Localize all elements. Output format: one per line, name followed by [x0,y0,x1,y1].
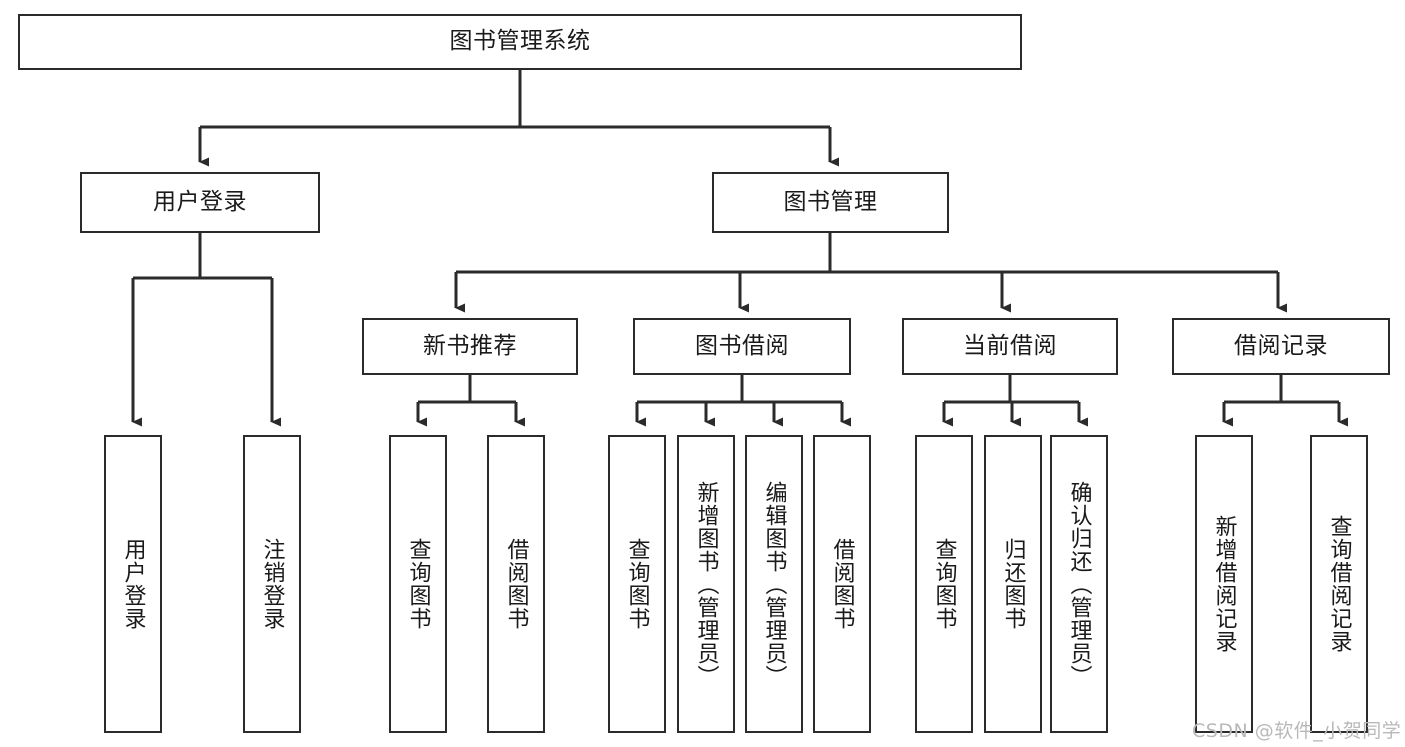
node-root[interactable]: 图书管理系统 [18,14,1022,70]
node-book-borrow-label: 图书借阅 [695,332,789,359]
node-leaf-add-book[interactable]: 新增图书（管理员） [677,435,735,733]
node-leaf-confirm-return-label: 确认归还（管理员） [1066,480,1092,688]
node-leaf-query-book-1-label: 查询图书 [405,538,431,630]
watermark-label: CSDN @软件_小贺同学 [1192,720,1402,742]
node-borrow-record[interactable]: 借阅记录 [1172,318,1390,375]
node-new-book-rec[interactable]: 新书推荐 [362,318,578,375]
node-book-borrow[interactable]: 图书借阅 [633,318,851,375]
node-leaf-borrow-book-2-label: 借阅图书 [829,538,855,630]
node-leaf-borrow-book-1[interactable]: 借阅图书 [487,435,545,733]
node-leaf-edit-book-label: 编辑图书（管理员） [761,480,787,688]
node-leaf-user-login-label: 用户登录 [120,538,146,630]
node-root-label: 图书管理系统 [449,28,591,55]
node-leaf-add-book-label: 新增图书（管理员） [693,480,719,688]
node-current-borrow[interactable]: 当前借阅 [902,318,1118,375]
node-leaf-logout-label: 注销登录 [259,538,285,630]
node-book-manage[interactable]: 图书管理 [712,172,949,233]
node-borrow-record-label: 借阅记录 [1234,332,1328,359]
node-current-borrow-label: 当前借阅 [963,332,1057,359]
node-leaf-return-book[interactable]: 归还图书 [984,435,1042,733]
node-book-manage-label: 图书管理 [783,188,878,215]
node-leaf-query-book-2[interactable]: 查询图书 [608,435,666,733]
node-leaf-logout[interactable]: 注销登录 [243,435,301,733]
node-leaf-confirm-return[interactable]: 确认归还（管理员） [1050,435,1108,733]
node-leaf-query-book-2-label: 查询图书 [624,538,650,630]
node-leaf-borrow-book-2[interactable]: 借阅图书 [813,435,871,733]
node-leaf-query-record[interactable]: 查询借阅记录 [1310,435,1368,733]
node-user-login[interactable]: 用户登录 [80,172,320,233]
node-user-login-label: 用户登录 [153,188,247,215]
node-leaf-user-login[interactable]: 用户登录 [104,435,162,733]
node-leaf-query-book-3-label: 查询图书 [931,538,957,630]
node-leaf-borrow-book-1-label: 借阅图书 [503,538,529,630]
node-leaf-query-book-3[interactable]: 查询图书 [915,435,973,733]
node-leaf-edit-book[interactable]: 编辑图书（管理员） [745,435,803,733]
node-leaf-add-record[interactable]: 新增借阅记录 [1195,435,1253,733]
node-new-book-rec-label: 新书推荐 [423,332,517,359]
node-leaf-query-book-1[interactable]: 查询图书 [389,435,447,733]
node-leaf-add-record-label: 新增借阅记录 [1211,515,1237,653]
node-leaf-return-book-label: 归还图书 [1000,538,1026,630]
node-leaf-query-record-label: 查询借阅记录 [1326,515,1352,653]
